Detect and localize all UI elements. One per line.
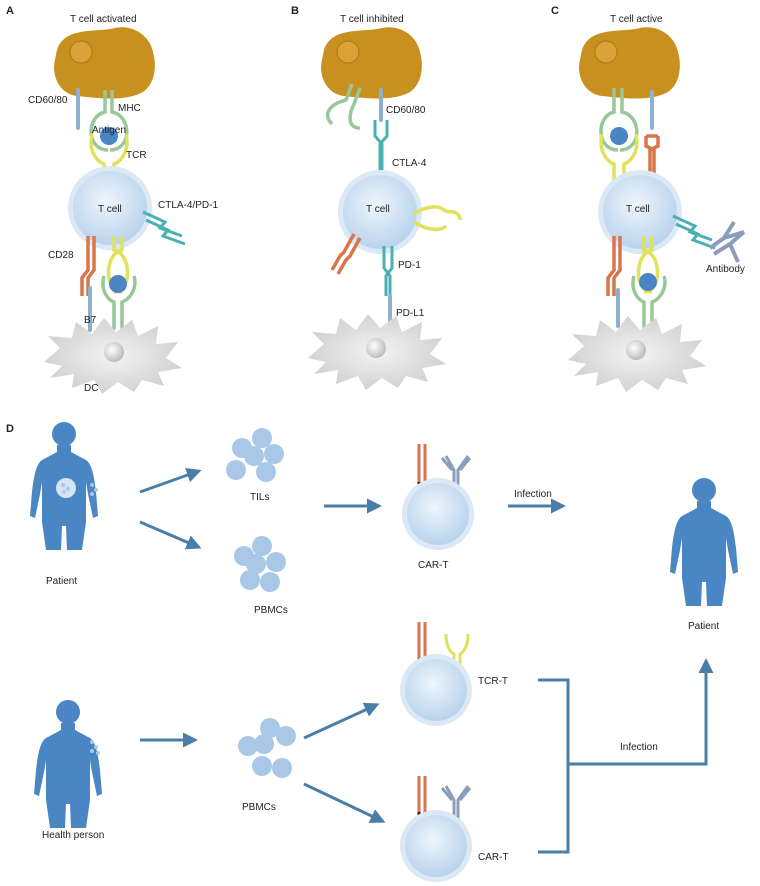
panel-c: C T cell active T cell Antibody: [551, 5, 746, 392]
label-ctla-pd1-a: CTLA-4/PD-1: [158, 200, 218, 211]
tcell-b: [343, 175, 417, 249]
label-cd6080-a: CD60/80: [28, 95, 68, 106]
health-person-figure: [34, 700, 102, 828]
panel-c-title: T cell active: [610, 14, 663, 25]
panel-b-letter: B: [291, 5, 299, 17]
antigen-c-upper: [610, 127, 628, 145]
label-tcell-a: T cell: [98, 204, 122, 215]
mhc-a-lower: [101, 275, 137, 330]
arrow-patient-to-tils: [139, 467, 202, 494]
label-cart-top: CAR-T: [418, 560, 449, 571]
mhc-a-upper: [89, 90, 129, 152]
label-tcell-b: T cell: [366, 204, 390, 215]
arrow-patient-to-pbmcs: [139, 520, 202, 550]
label-ctla4-b: CTLA-4: [392, 158, 427, 169]
arrow-pbmcs-to-cart: [303, 782, 386, 823]
antigen-a-upper: [100, 127, 118, 145]
tcell-a: [73, 171, 147, 245]
panel-a: A T cell activated CD60/80: [6, 5, 218, 394]
panel-a-title: T cell activated: [70, 14, 137, 25]
antibody-c: [708, 220, 746, 263]
label-cart-bottom: CAR-T: [478, 852, 509, 863]
label-tcell-c: T cell: [626, 204, 650, 215]
pbmcs-top-cluster: [234, 536, 286, 592]
pd1-b-receptor: [382, 246, 394, 296]
label-pbmcs-bottom: PBMCs: [242, 802, 276, 813]
apc-cell-b: [321, 27, 422, 99]
cd28-c-upper: [644, 134, 660, 178]
mhc-c-lower: [631, 275, 667, 330]
tcr-a-upper: [89, 133, 129, 190]
label-tils: TILs: [250, 492, 269, 503]
label-infection-top: Infection: [514, 489, 552, 500]
label-b7-a: B7: [84, 315, 97, 326]
label-dc-a: DC: [84, 383, 98, 394]
label-mhc-a: MHC: [118, 103, 141, 114]
label-cd28-a: CD28: [48, 250, 74, 261]
label-tcr-a: TCR: [126, 150, 147, 161]
label-infection-bottom: Infection: [620, 742, 658, 753]
cart-bottom-cell: [400, 776, 472, 882]
label-tcrt: TCR-T: [478, 676, 508, 687]
arrow-pbmcs-to-tcrt: [303, 702, 380, 740]
pbmcs-bottom-cluster: [238, 718, 296, 778]
tcr-c-upper: [599, 133, 639, 190]
bracket-to-patient: [538, 664, 706, 854]
label-patient-right: Patient: [688, 621, 719, 632]
patient-left-figure: [30, 422, 98, 550]
tcell-c: [603, 175, 677, 249]
label-antibody-c: Antibody: [706, 264, 745, 275]
dc-cell-a: [44, 318, 182, 394]
mhc-c-upper: [599, 88, 639, 152]
tils-cluster: [226, 428, 284, 482]
label-pd1-b: PD-1: [398, 260, 421, 271]
panel-a-letter: A: [6, 5, 14, 17]
apc-cell-a: [54, 27, 155, 99]
panel-d-letter: D: [6, 423, 14, 435]
ctla-pd1-a-receptor: [142, 210, 186, 246]
cd28-c-lower: [606, 236, 622, 296]
label-antigen-a: Antigen: [92, 125, 126, 136]
dc-cell-b: [308, 314, 446, 390]
mhc-b: [325, 83, 362, 130]
panel-d: D Patient TILs PBMC: [6, 422, 738, 882]
dc-cell-c: [568, 316, 706, 392]
antigen-c-lower: [639, 273, 657, 291]
label-health-person: Health person: [42, 830, 104, 841]
cd28-a-receptor: [80, 236, 96, 296]
cd28-b: [330, 233, 362, 275]
panel-c-letter: C: [551, 5, 559, 17]
ctla4-b-receptor: [373, 120, 389, 174]
patient-right-figure: [670, 478, 738, 606]
cart-top-cell: [402, 444, 474, 550]
panel-b-title: T cell inhibited: [340, 14, 404, 25]
panel-b: B T cell inhibited CD60/80 CTLA-4 T cell…: [291, 5, 462, 390]
ctla-pd1-c-receptor: [672, 214, 716, 250]
label-cd6080-b: CD60/80: [386, 105, 426, 116]
tcrt-cell: [400, 622, 472, 726]
label-pbmcs-top: PBMCs: [254, 605, 288, 616]
tcr-b: [413, 205, 462, 232]
label-pdl1-b: PD-L1: [396, 308, 425, 319]
apc-cell-c: [579, 27, 680, 99]
antigen-a-lower: [109, 275, 127, 293]
label-patient-left: Patient: [46, 576, 77, 587]
